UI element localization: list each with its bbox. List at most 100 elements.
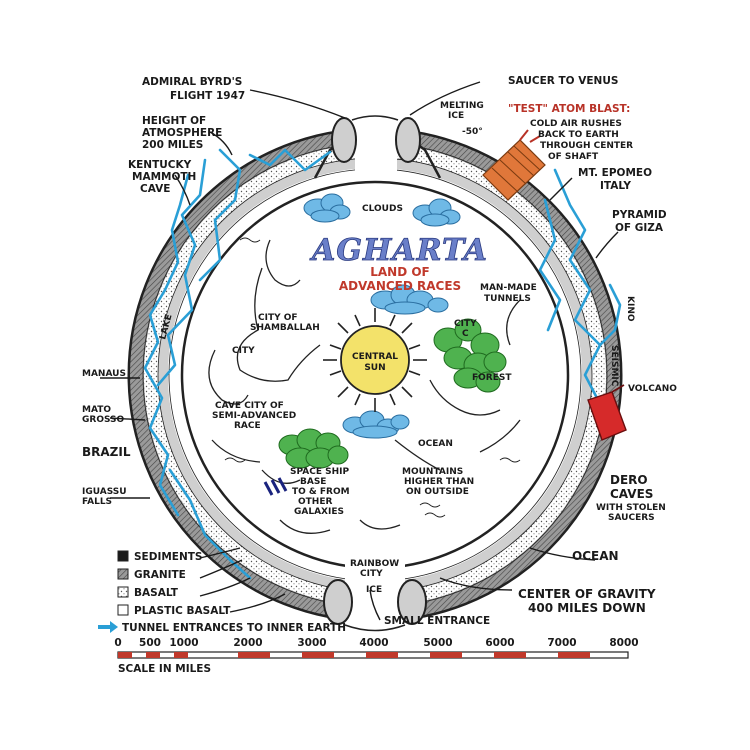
label-small-entrance: SMALL ENTRANCE [384,615,490,627]
label-dero-3: WITH STOLEN [596,503,666,513]
label-ocean-inner: OCEAN [418,439,453,449]
label-kentucky-2: MAMMOTH [132,171,196,183]
label-pyramid-1: PYRAMID [612,209,667,221]
scale-tick-2000: 2000 [233,637,262,649]
label-space-4: OTHER [298,497,332,507]
legend-label-tunnels: TUNNEL ENTRANCES TO INNER EARTH [122,622,346,634]
label-tunnels-1: MAN-MADE [480,283,537,293]
forest-right [433,318,507,393]
label-dero-2: CAVES [610,487,653,501]
label-rainbow-2: CITY [360,569,383,579]
label-space-1: SPACE SHIP [290,467,349,477]
label-city-right-2: C [462,329,469,339]
scale-tick-4000: 4000 [359,637,388,649]
label-city-right-1: CITY [454,319,477,329]
legend-label-sediments: SEDIMENTS [134,551,203,563]
cloud-icon [412,198,461,227]
tunnel-arrow-icon [98,621,118,633]
label-pyramid-2: OF GIZA [615,222,664,234]
forest-left [278,428,349,469]
label-mato-2: GROSSO [82,415,125,425]
ocean-waves [224,237,521,518]
label-volcano: VOLCANO [628,384,677,394]
label-space-3: TO & FROM [292,487,350,497]
cloud-icon [303,193,351,223]
cloud-group [303,193,461,439]
legend-label-granite: GRANITE [134,569,186,581]
label-temp: -50° [462,127,483,137]
tunnel-network [143,148,622,580]
label-epomeo-2: ITALY [600,180,631,192]
label-atmos-1: HEIGHT OF [142,115,206,127]
scale-tick-7000: 7000 [547,637,576,649]
label-atom-2: COLD AIR RUSHES [530,119,622,129]
legend: SEDIMENTS GRANITE BASALT PLASTIC BASALT … [98,550,346,634]
label-mountains-2: HIGHER THAN [404,477,474,487]
label-shamballah-1: CITY OF [258,313,298,323]
scale-tick-5000: 5000 [423,637,452,649]
label-cave-city-3: RACE [234,421,261,431]
scale-tick-500: 500 [139,637,161,649]
label-melting-ice-1: MELTING [440,101,484,111]
label-space-2: BASE [300,477,326,487]
label-mountains-3: ON OUTSIDE [406,487,469,497]
label-cave-city-1: CAVE CITY OF [215,401,284,411]
central-sun-icon [323,308,427,412]
label-central-1: CENTRAL [352,352,398,362]
label-manaus: MANAUS [82,369,126,379]
label-atom-4: THROUGH CENTER [540,141,633,151]
label-atom-3: BACK TO EARTH [538,130,619,140]
scale-tick-3000: 3000 [297,637,326,649]
label-kentucky-1: KENTUCKY [128,159,192,171]
legend-swatch-basalt [117,586,129,598]
legend-swatch-sediments [117,550,129,562]
label-city-left: CITY [232,346,255,356]
diagram-labels: AGHARTA LAND OF ADVANCED RACES ADMIRAL B… [82,75,677,627]
scale-tick-1000: 1000 [169,637,198,649]
label-cave-city-2: SEMI-ADVANCED [212,411,296,421]
label-ocean-outer: OCEAN [572,549,619,563]
label-forest: FOREST [472,373,512,383]
earth-crust-ring [127,110,623,632]
legend-swatch-plastic-basalt [117,604,129,616]
label-brazil: BRAZIL [82,445,131,459]
scale-tick-0: 0 [114,637,121,649]
leader-lines [100,81,619,621]
label-shamballah-2: SHAMBALLAH [250,323,320,333]
spaceship-base-icon [263,477,288,496]
label-melting-ice-2: ICE [448,111,464,121]
label-iguassu-1: IGUASSU [82,487,127,497]
scale-bar: 0 500 1000 2000 3000 4000 5000 6000 7000… [114,637,638,675]
label-rainbow-1: RAINBOW [350,559,399,569]
label-atom-1: "TEST" ATOM BLAST: [508,103,630,115]
label-iguassu-2: FALLS [82,497,112,507]
label-clouds: CLOUDS [362,204,403,214]
subtitle-line-2: ADVANCED RACES [339,279,461,293]
label-tunnels-2: TUNNELS [484,294,531,304]
label-central-2: SUN [364,363,385,373]
label-atom-5: OF SHAFT [548,152,599,162]
label-gravity-2: 400 MILES DOWN [528,601,646,615]
scale-tick-6000: 6000 [485,637,514,649]
label-mountains-1: MOUNTAINS [402,467,463,477]
label-dero-1: DERO [610,473,648,487]
legend-label-basalt: BASALT [134,587,179,599]
diagram-title: AGHARTA [309,233,488,268]
label-gravity-1: CENTER OF GRAVITY [518,587,656,601]
label-byrd-2: FLIGHT 1947 [170,90,245,102]
cloud-icon [342,410,410,439]
label-kentucky-3: CAVE [140,183,170,195]
legend-label-plastic-basalt: PLASTIC BASALT [134,605,231,617]
label-atmos-2: ATMOSPHERE [142,127,222,139]
legend-swatch-granite [117,568,129,580]
label-epomeo-1: MT. EPOMEO [578,167,652,179]
atom-blast-icon [482,129,546,201]
cloud-icon [370,284,449,315]
label-byrd-1: ADMIRAL BYRD'S [142,76,242,88]
label-dero-4: SAUCERS [608,513,655,523]
label-saucer: SAUCER TO VENUS [508,75,618,87]
label-space-5: GALAXIES [294,507,344,517]
label-seismic: SEISMIC [609,345,619,387]
